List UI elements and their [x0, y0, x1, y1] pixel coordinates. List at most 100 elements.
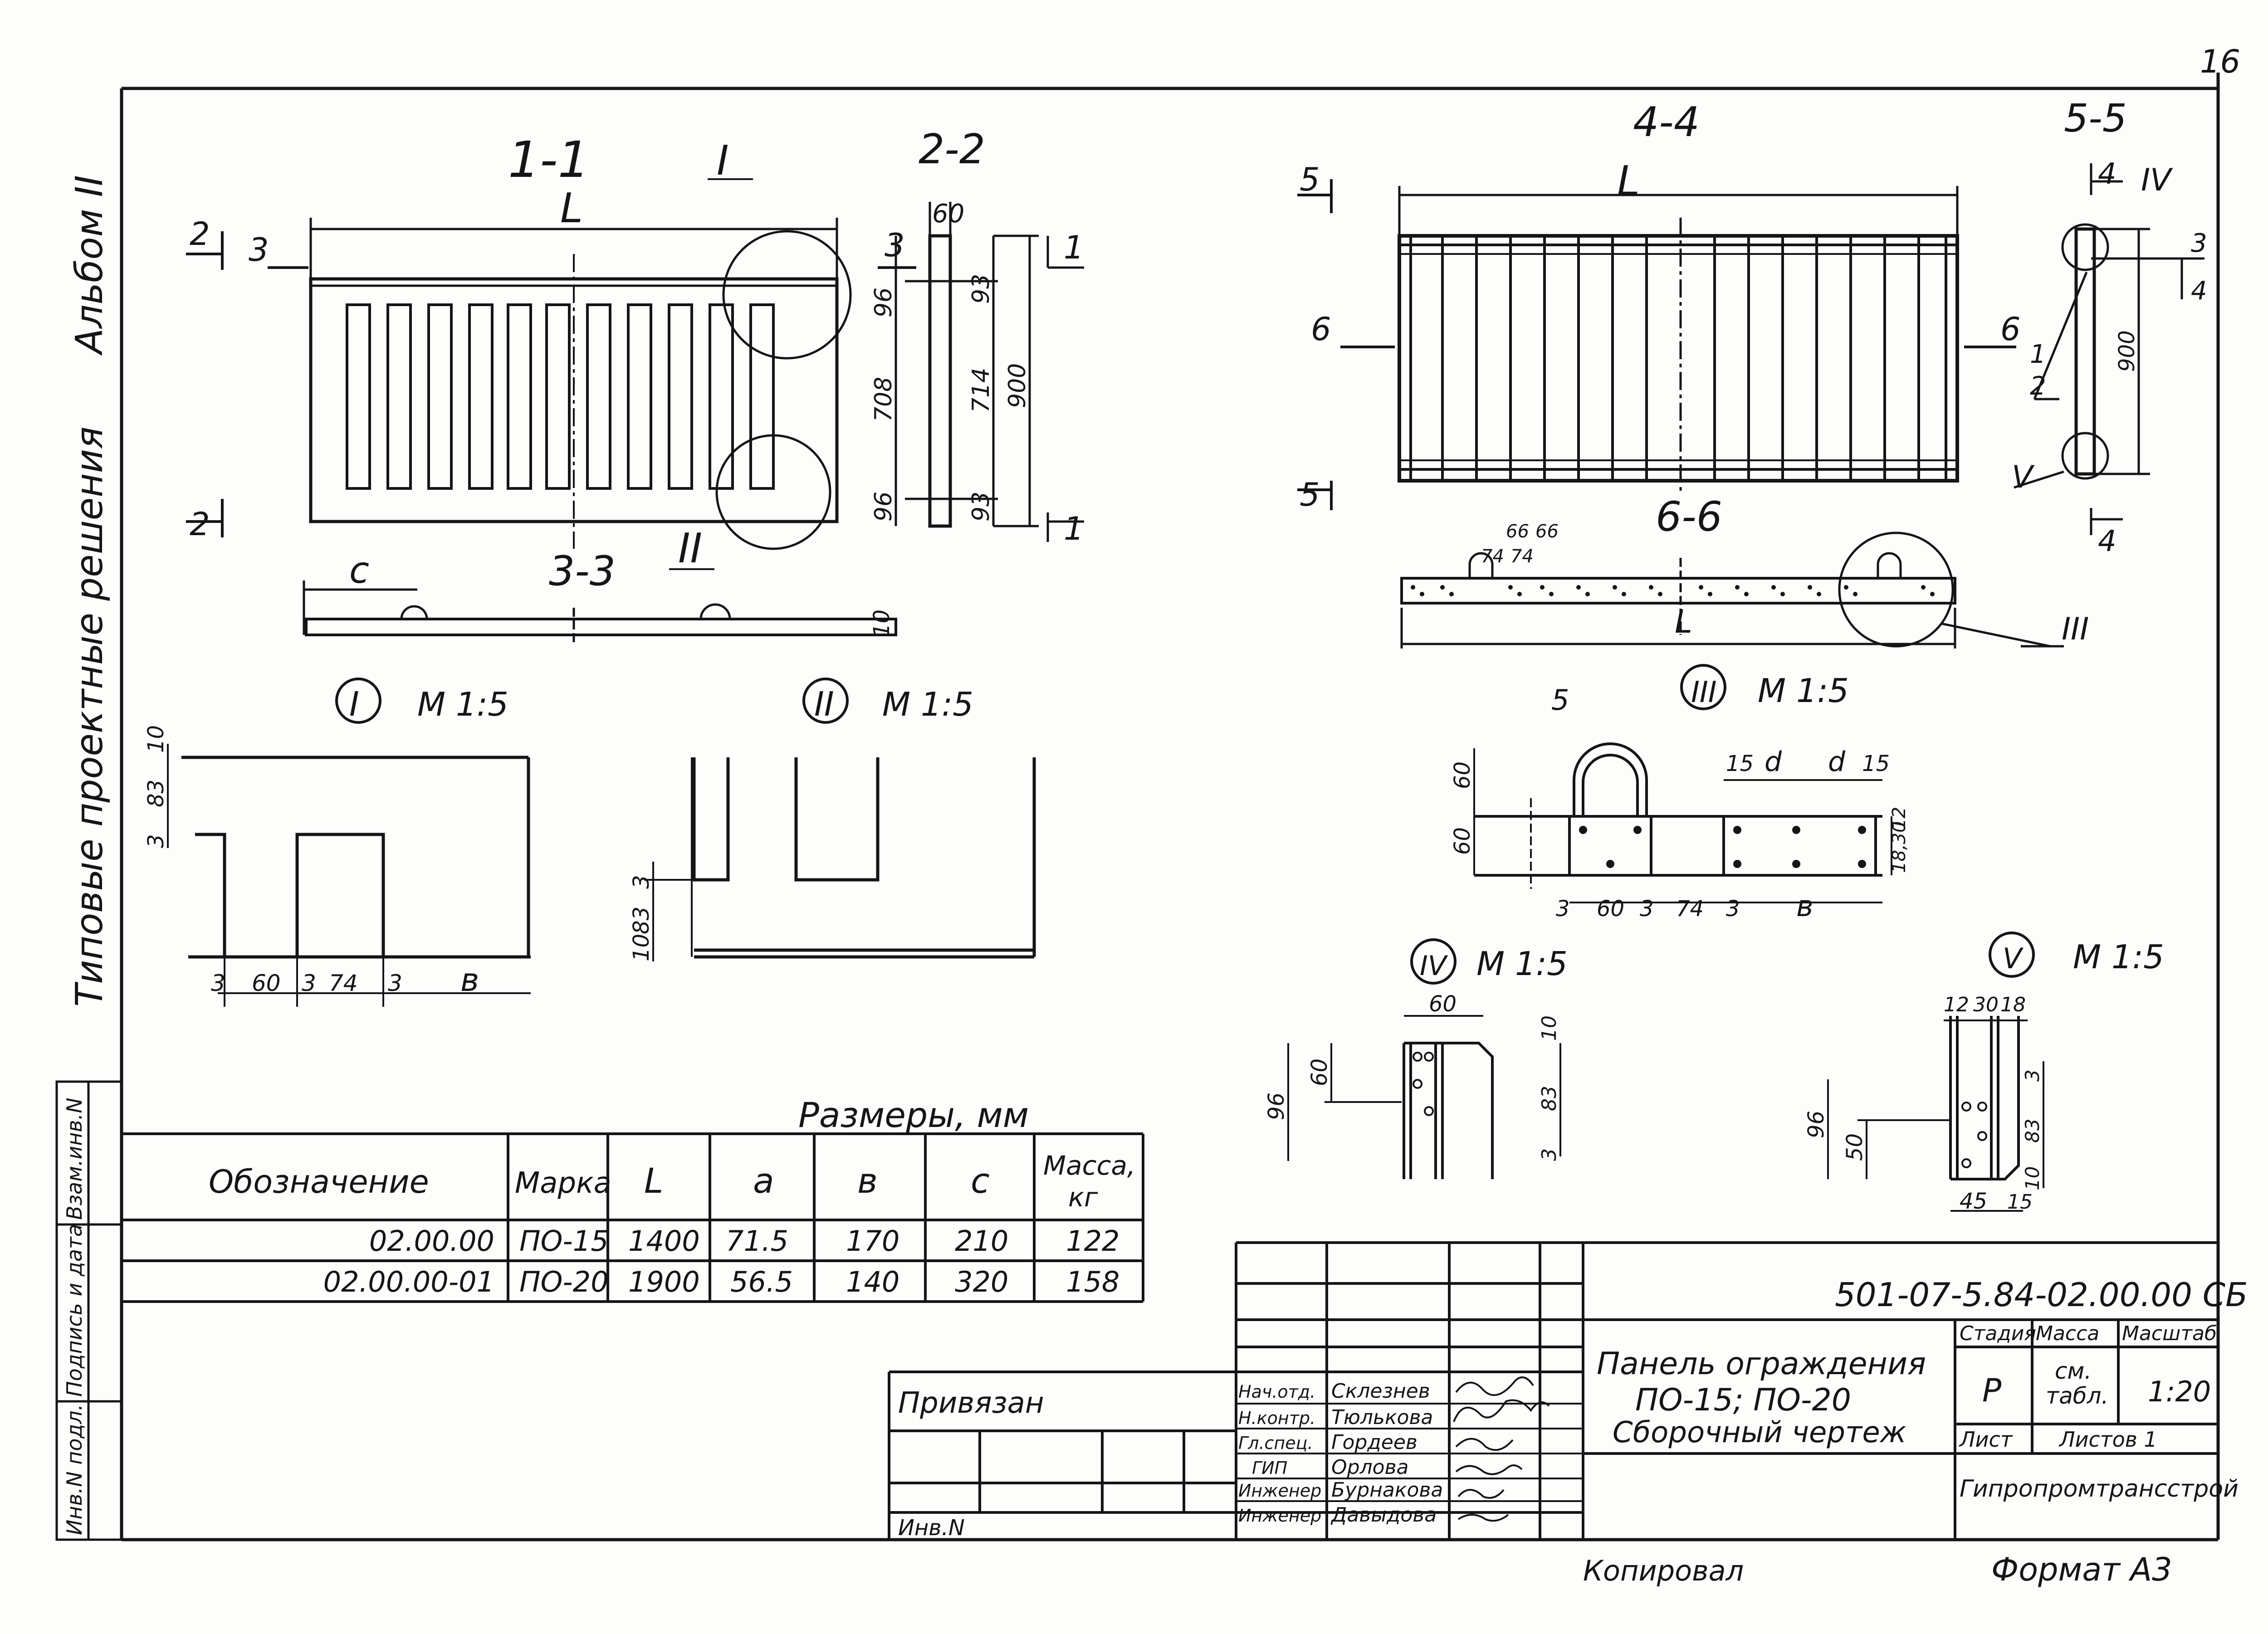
detail-V-dim-15: 15 [2007, 1190, 2033, 1214]
section-4-4 [1398, 186, 1959, 494]
callout-V-label: V [2012, 459, 2035, 495]
detail-II-dim-83: 83 [629, 907, 654, 934]
detail-V-dim-50: 50 [1842, 1133, 1867, 1161]
margin-podpis: Подпись и дата [62, 1224, 87, 1397]
tb-linked: Привязан [898, 1386, 1044, 1420]
row-2-designation: 02.00.00-01 [323, 1265, 494, 1298]
dim-66-6-6-b: 66 [1535, 521, 1559, 542]
row-2-L: 1900 [628, 1265, 700, 1298]
row-1-b: 170 [846, 1224, 899, 1258]
section-4-4-ribs [1409, 236, 1947, 481]
cut-mark-4-bottom: 4 [2098, 525, 2116, 558]
detail-III-dim-60b: 60 [1450, 827, 1475, 855]
cut-mark-3-right: 3 [885, 227, 905, 264]
detail-IV-dim-10: 10 [1538, 1015, 1561, 1041]
table-row: 02.00.00-01 ПО-20 1900 56.5 140 320 158 [323, 1265, 1120, 1298]
left-margin-stamp [55, 1080, 123, 1541]
dim-900-5-5: 900 [2114, 330, 2140, 372]
dim-60-2-2: 60 [932, 199, 964, 229]
tb-name-3: Орлова [1331, 1456, 1409, 1479]
detail-III-dims [1473, 748, 1892, 903]
detail-V-dim-30: 30 [1973, 993, 1999, 1016]
detail-III-dim-15b: 15 [1862, 751, 1890, 776]
view-label-4-4: 4-4 [1633, 98, 1700, 146]
section-cut-markers-4-4 [1297, 179, 2016, 510]
cut-mark-6-left: 6 [1311, 311, 1331, 348]
row-2-mass: 158 [1066, 1265, 1119, 1298]
row-1-mark: ПО-15 [519, 1224, 609, 1258]
footer-copied: Копировал [1583, 1554, 1744, 1587]
tb-name-4: Бурнакова [1331, 1478, 1443, 1502]
callout-circle-I [722, 230, 852, 360]
detail-IV-marker [1410, 938, 1457, 985]
detail-IV-dim-3: 3 [1538, 1148, 1561, 1161]
detail-I-dim-3a: 3 [211, 970, 225, 996]
dim-66-6-6-a: 66 [1506, 521, 1529, 542]
dim-L-1-1: L [560, 185, 583, 232]
detail-I-dim-3c: 3 [388, 970, 402, 996]
table-row: 02.00.00 ПО-15 1400 71.5 170 210 122 [369, 1224, 1119, 1258]
tb-scale-value: 1:20 [2148, 1375, 2211, 1408]
dim-74-6-6-b: 74 [1510, 546, 1534, 567]
dim-93-bottom: 93 [968, 492, 995, 522]
row-1-mass: 122 [1066, 1224, 1119, 1258]
dimension-lines-1-1 [309, 218, 838, 281]
row-1-c: 210 [955, 1224, 1008, 1258]
detail-I-dim-b: в [460, 961, 479, 999]
dimension-table-grid [122, 1132, 1144, 1303]
col-header-a: a [753, 1161, 774, 1201]
margin-inv: Инв.N подл. [62, 1404, 87, 1535]
detail-IV-holes [1413, 1052, 1434, 1116]
tb-name-1: Тюлькова [1331, 1406, 1433, 1429]
detail-II-dim-3: 3 [629, 875, 654, 889]
detail-V-dim-10: 10 [2021, 1166, 2043, 1190]
detail-IV-dims [1287, 1015, 1561, 1161]
dimension-table-header: Обозначение Марка L a в c Масса, кг [209, 1150, 1135, 1213]
detail-III-dim-74: 74 [1676, 896, 1704, 922]
detail-II-scale: М 1:5 [882, 685, 973, 723]
tb-stage-label: Стадия [1960, 1322, 2036, 1345]
detail-V-dim-83: 83 [2021, 1119, 2043, 1143]
section-5-5 [2014, 163, 2204, 535]
col-header-b: в [857, 1161, 878, 1201]
cut-mark-1-top: 1 [1064, 229, 1084, 266]
tb-stage-value: Р [1982, 1372, 2002, 1409]
tb-mass-value-2: табл. [2046, 1383, 2108, 1409]
detail-V-dims [1827, 1019, 2044, 1212]
cut-mark-4-top: 4 [2098, 157, 2116, 191]
dim-thickness-3-3: 10 [869, 610, 894, 637]
detail-I-dims [167, 744, 531, 1007]
row-1-a: 71.5 [726, 1224, 788, 1258]
detail-III-dim-18-30: 18,30 [1889, 821, 1910, 873]
view-label-2-2: 2-2 [919, 126, 985, 173]
detail-I-number: I [349, 685, 359, 724]
detail-III-drawing [1474, 742, 1882, 889]
tb-sheets-label: Листов 1 [2058, 1427, 2157, 1452]
view-label-5-5: 5-5 [2064, 96, 2127, 141]
detail-V-holes [1961, 1102, 1987, 1168]
cut-mark-5-bottom: 5 [1300, 476, 1320, 513]
detail-III-bolts [1579, 826, 1866, 868]
col-header-designation: Обозначение [209, 1163, 429, 1200]
tb-staff-roles: Нач.отд. Н.контр. Гл.спец. ГИП Инженер И… [1238, 1382, 1321, 1526]
detail-I-dim-3: 3 [143, 834, 169, 848]
row-2-mark: ПО-20 [519, 1265, 609, 1298]
side-label-series: Типовые проектные решения [68, 427, 111, 1007]
col-header-mass: Масса, [1043, 1150, 1135, 1181]
section-3-3 [303, 580, 897, 644]
detail-III-dim-3a: 3 [1556, 896, 1570, 922]
detail-IV-number: IV [1420, 950, 1448, 982]
detail-I-scale: М 1:5 [417, 685, 508, 723]
dim-96-bottom: 96 [870, 492, 897, 522]
detail-IV-dim-83: 83 [1538, 1086, 1561, 1111]
detail-I-dim-60: 60 [252, 970, 281, 996]
detail-I-dim-74: 74 [329, 970, 358, 996]
dim-900-2-2: 900 [1004, 363, 1031, 408]
pos-4: 4 [2191, 276, 2207, 306]
footer-format: Формат А3 [1991, 1551, 2172, 1588]
tb-role-4: Инженер [1238, 1481, 1321, 1501]
detail-III-number: III [1691, 676, 1717, 709]
detail-II-number: II [814, 685, 834, 724]
